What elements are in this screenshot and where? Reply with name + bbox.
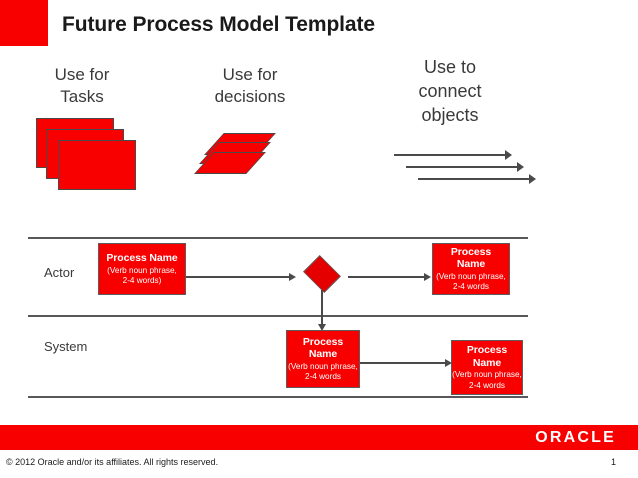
process-box-subtitle: (Verb noun phrase, 2-4 words [452, 370, 522, 390]
legend-decision-stack-shape [194, 133, 290, 189]
arrow-head-icon [505, 150, 512, 160]
connector-arrow-icon-1 [394, 150, 512, 160]
legend-tasks-label: Use for Tasks [54, 65, 110, 107]
arrow-head-icon [289, 272, 296, 281]
swimlane-label-actor: Actor [44, 265, 75, 280]
swimlane-divider-bottom [28, 396, 528, 398]
process-box-title: Process Name [302, 335, 344, 361]
process-box-subtitle: (Verb noun phrase, 2-4 words [436, 271, 506, 292]
connector-system-to-system [360, 358, 454, 372]
process-box-actor-1[interactable]: Process Name (Verb noun phrase, 2-4 word… [98, 243, 186, 295]
arrow-shaft [394, 154, 505, 156]
diamond-icon [303, 255, 341, 293]
connector-arrow-icon-3 [418, 174, 536, 184]
footer-page-number: 1 [610, 457, 616, 467]
process-box-subtitle: (Verb noun phrase, 2-4 words [288, 361, 358, 382]
legend-connector-arrows-shape [394, 150, 554, 188]
oracle-logo: ORACLE [535, 429, 616, 446]
process-box-title: Process Name [450, 245, 492, 271]
decision-diamond-shape[interactable] [296, 255, 348, 293]
connector-arrow-icon-2 [406, 162, 524, 172]
arrow-head-icon [424, 272, 431, 281]
arrow-shaft [321, 290, 323, 326]
swimlane-divider-top [28, 237, 528, 239]
arrow-shaft [418, 178, 529, 180]
arrow-head-icon [517, 162, 524, 172]
footer-copyright: © 2012 Oracle and/or its affiliates. All… [6, 457, 219, 467]
legend-decisions-label: Use for decisions [214, 65, 286, 107]
task-card-front [58, 140, 136, 190]
arrow-shaft [406, 166, 517, 168]
arrow-shaft [348, 276, 425, 278]
swimlane-divider-middle [28, 315, 528, 317]
page-title: Future Process Model Template [62, 13, 375, 36]
header-accent-square [0, 0, 48, 46]
arrow-shaft [186, 276, 290, 278]
arrow-shaft [360, 362, 446, 364]
process-box-system-1[interactable]: Process Name (Verb noun phrase, 2-4 word… [286, 330, 360, 388]
legend-connect-label: Use to connect objects [418, 57, 482, 125]
arrow-head-icon [529, 174, 536, 184]
process-box-subtitle: (Verb noun phrase, 2-4 words) [107, 265, 177, 285]
swimlane-label-system: System [44, 339, 88, 354]
process-box-system-2[interactable]: Process Name (Verb noun phrase, 2-4 word… [451, 340, 523, 395]
legend-task-stack-shape [36, 118, 156, 200]
connector-decision-to-system-box [317, 290, 331, 334]
arrow-head-icon [445, 358, 452, 367]
process-box-title: Process Name [466, 344, 508, 369]
footer-brand-bar [0, 425, 638, 450]
process-box-actor-2[interactable]: Process Name (Verb noun phrase, 2-4 word… [432, 243, 510, 295]
connector-decision-to-actor-box [348, 272, 434, 286]
connector-task-to-decision [186, 272, 298, 286]
decision-card-front [194, 152, 266, 174]
process-box-title: Process Name [106, 251, 178, 264]
arrow-head-icon [317, 324, 326, 331]
